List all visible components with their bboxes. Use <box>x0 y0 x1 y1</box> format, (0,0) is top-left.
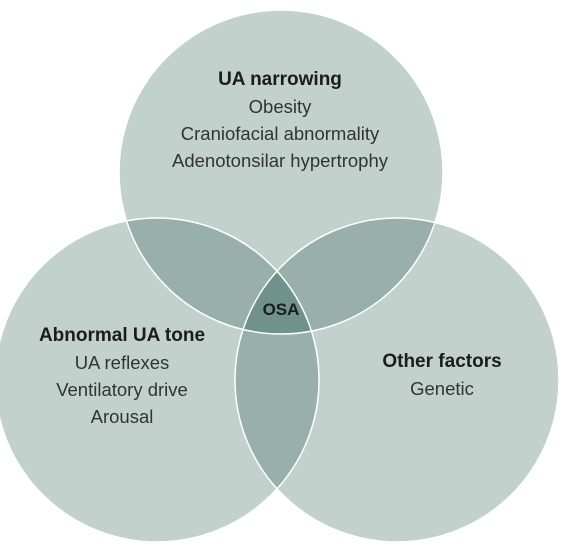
overlap-top-right <box>235 218 443 334</box>
left-circle-item: Arousal <box>90 406 154 427</box>
top-circle-item: Adenotonsilar hypertrophy <box>172 150 388 171</box>
left-circle-heading: Abnormal UA tone <box>38 325 206 346</box>
right-circle-heading: Other factors <box>382 351 502 372</box>
top-circle-item: Craniofacial abnormality <box>180 123 380 144</box>
left-circle-item: UA reflexes <box>74 352 170 373</box>
circle-left-outline <box>0 217 320 543</box>
left-circle-text: Abnormal UA tone UA reflexes Ventilatory… <box>12 322 232 430</box>
top-circle-heading: UA narrowing <box>218 69 342 90</box>
circle-top-outline <box>118 9 444 335</box>
top-circle-text: UA narrowing Obesity Craniofacial abnorm… <box>110 66 450 174</box>
overlap-top-left <box>119 218 319 334</box>
top-circle-item: Obesity <box>248 96 312 117</box>
left-circle-item: Ventilatory drive <box>56 379 188 400</box>
circle-right-outline <box>234 217 560 543</box>
right-circle-item: Genetic <box>410 378 474 399</box>
center-label: OSA <box>262 300 300 319</box>
right-circle-text: Other factors Genetic <box>342 348 542 402</box>
